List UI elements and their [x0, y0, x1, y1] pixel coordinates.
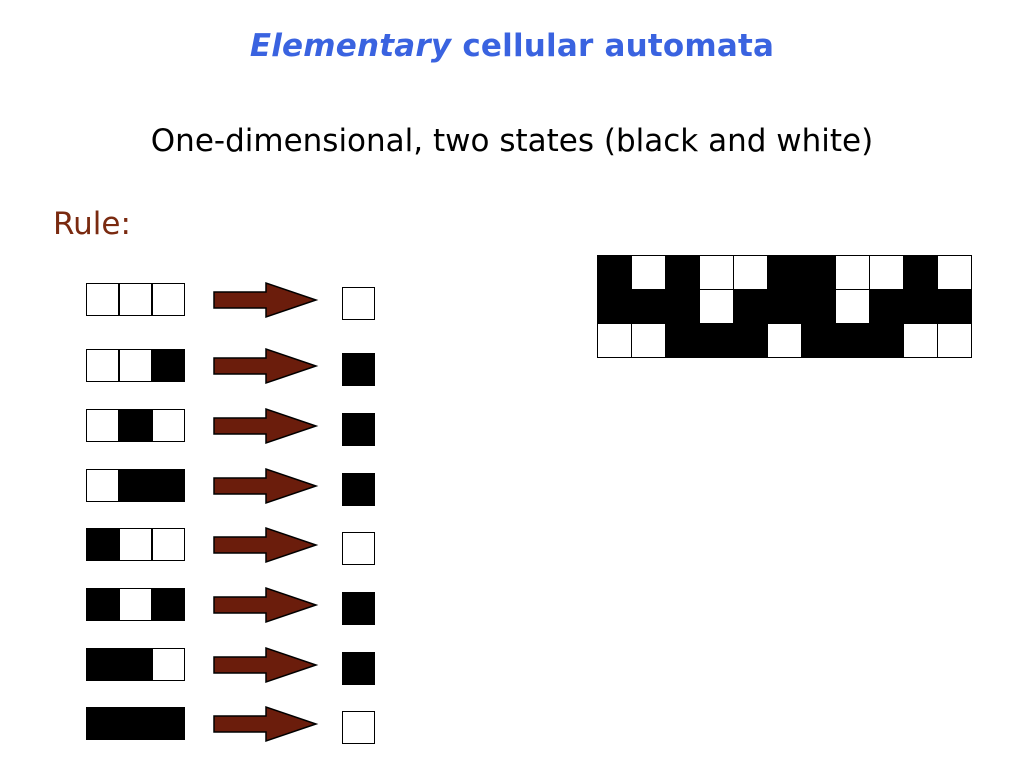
grid-cell — [700, 290, 734, 324]
grid-cell — [734, 324, 768, 358]
neighborhood-cell — [86, 588, 119, 621]
grid-cell — [632, 256, 666, 290]
rule-row — [86, 467, 386, 506]
grid-cell — [802, 256, 836, 290]
output-cell — [342, 711, 375, 744]
neighborhood-cell — [119, 349, 152, 382]
neighborhood-cell — [86, 707, 119, 740]
grid-cell — [598, 256, 632, 290]
slide-title: Elementary cellular automata — [0, 28, 1024, 64]
arrow-icon — [213, 347, 319, 385]
slide-subtitle: One-dimensional, two states (black and w… — [150, 123, 874, 159]
grid-cell — [666, 290, 700, 324]
grid-cell — [700, 256, 734, 290]
grid-cell — [632, 290, 666, 324]
grid-cell — [802, 324, 836, 358]
output-cell — [342, 652, 375, 685]
neighborhood-cell — [119, 409, 152, 442]
grid-cell — [938, 324, 972, 358]
neighborhood-cell — [152, 349, 185, 382]
rule-row — [86, 705, 386, 744]
grid-cell — [938, 256, 972, 290]
title-italic: Elementary — [249, 28, 452, 64]
grid-cell — [768, 324, 802, 358]
rule-row — [86, 586, 386, 625]
neighborhood-cell — [86, 409, 119, 442]
neighborhood-cell — [152, 588, 185, 621]
grid-cell — [836, 256, 870, 290]
neighborhood-cell — [86, 648, 119, 681]
grid-cell — [870, 290, 904, 324]
arrow-icon — [213, 281, 319, 319]
neighborhood-cell — [152, 707, 185, 740]
neighborhood-cell — [119, 469, 152, 502]
grid-cell — [904, 290, 938, 324]
grid-cell — [904, 256, 938, 290]
output-cell — [342, 532, 375, 565]
neighborhood-cell — [152, 409, 185, 442]
grid-cell — [734, 256, 768, 290]
output-cell — [342, 353, 375, 386]
neighborhood-cell — [119, 588, 152, 621]
grid-cell — [870, 256, 904, 290]
arrow-icon — [213, 467, 319, 505]
neighborhood-cell — [86, 528, 119, 561]
output-cell — [342, 287, 375, 320]
rule-label: Rule: — [53, 206, 131, 242]
grid-cell — [666, 324, 700, 358]
neighborhood-cell — [86, 283, 119, 316]
grid-cell — [836, 324, 870, 358]
neighborhood-cell — [86, 349, 119, 382]
grid-cell — [938, 290, 972, 324]
output-cell — [342, 592, 375, 625]
grid-cell — [836, 290, 870, 324]
grid-cell — [734, 290, 768, 324]
neighborhood-cell — [119, 283, 152, 316]
rule-row — [86, 407, 386, 446]
grid-cell — [700, 324, 734, 358]
rule-row — [86, 526, 386, 565]
arrow-icon — [213, 526, 319, 564]
neighborhood-cell — [152, 283, 185, 316]
neighborhood-cell — [119, 528, 152, 561]
neighborhood-cell — [152, 648, 185, 681]
output-cell — [342, 413, 375, 446]
grid-cell — [632, 324, 666, 358]
rule-row — [86, 347, 386, 386]
output-cell — [342, 473, 375, 506]
neighborhood-cell — [119, 648, 152, 681]
neighborhood-cell — [86, 469, 119, 502]
grid-cell — [768, 290, 802, 324]
rule-row — [86, 646, 386, 685]
grid-cell — [598, 324, 632, 358]
grid-cell — [666, 256, 700, 290]
neighborhood-cell — [152, 528, 185, 561]
neighborhood-cell — [119, 707, 152, 740]
arrow-icon — [213, 705, 319, 743]
grid-cell — [870, 324, 904, 358]
arrow-icon — [213, 407, 319, 445]
arrow-icon — [213, 586, 319, 624]
grid-cell — [598, 290, 632, 324]
automaton-grid — [597, 255, 972, 358]
grid-cell — [802, 290, 836, 324]
rule-row — [86, 281, 386, 320]
neighborhood-cell — [152, 469, 185, 502]
arrow-icon — [213, 646, 319, 684]
title-rest: cellular automata — [451, 28, 775, 64]
grid-cell — [904, 324, 938, 358]
grid-cell — [768, 256, 802, 290]
